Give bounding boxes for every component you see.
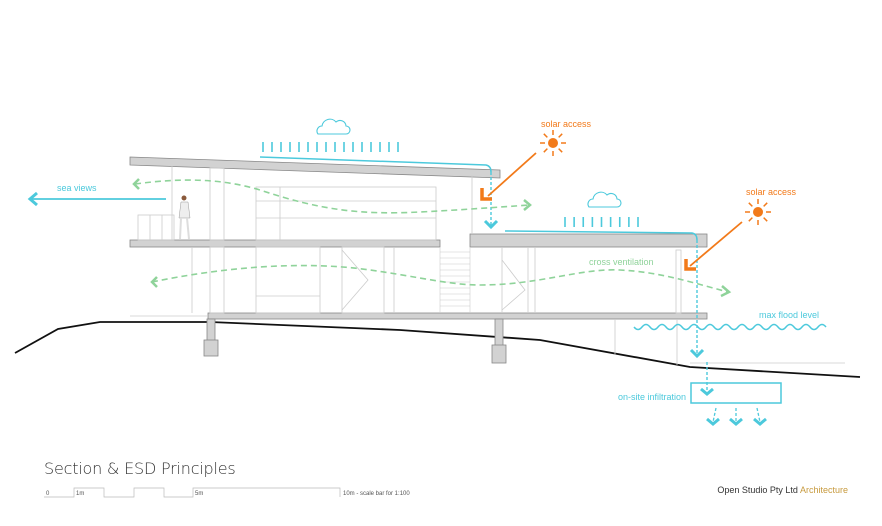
- cloud-icon: [587, 191, 622, 208]
- sun-ray: [748, 217, 753, 222]
- drawing-title: Section & ESD Principles: [44, 459, 236, 478]
- sun-ray: [558, 148, 563, 153]
- sun-icon: [540, 130, 566, 156]
- flood-wave-line: [633, 323, 827, 331]
- cross-ventilation-label: cross ventilation: [589, 257, 654, 267]
- upper-floor-slab: [129, 239, 441, 248]
- sun-ray: [558, 133, 563, 138]
- sun-ray: [543, 133, 548, 138]
- discipline: Architecture: [799, 485, 848, 495]
- sun-ray: [763, 217, 768, 222]
- scale-label-5m: 5m: [195, 491, 203, 497]
- sun-ray: [748, 202, 753, 207]
- sea-views-label: sea views: [57, 183, 97, 193]
- max-flood-level-label: max flood level: [759, 310, 819, 320]
- stairs: [439, 247, 471, 313]
- solar-arrow-2: [684, 221, 743, 271]
- scale-label-10m: 10m - scale bar for 1:100: [343, 491, 410, 497]
- solar-arrow-1: [480, 152, 537, 201]
- infiltration-arrows: [706, 407, 767, 426]
- company-name: Open Studio Pty Ltd: [717, 485, 798, 495]
- cloud-icon: [316, 118, 351, 135]
- lower-floor-slab: [207, 312, 708, 320]
- sea-views-arrow: [27, 191, 166, 207]
- right-roof-slab: [469, 233, 708, 248]
- upper-roof: [129, 156, 501, 179]
- walls-and-frames: [130, 166, 682, 365]
- sun-icon: [745, 199, 771, 225]
- infiltration-label: on-site infiltration: [618, 392, 686, 402]
- solar-access-label-1: solar access: [541, 119, 592, 129]
- sun-ray: [543, 148, 548, 153]
- footing-left: [203, 339, 219, 357]
- credit: Open Studio Pty Ltd Architecture: [717, 485, 848, 495]
- scale-label-0: 0: [46, 491, 50, 497]
- sun-ray: [763, 202, 768, 207]
- pier-right: [494, 318, 504, 348]
- sun-disc: [548, 138, 558, 148]
- pier-left: [206, 318, 216, 344]
- rainwater-roof-flow: [259, 156, 492, 173]
- arrow-down-icon: [689, 348, 705, 359]
- rainwater-roof-flow: [504, 230, 698, 241]
- cross-ventilation-arrows: [132, 178, 732, 298]
- arrow-down-icon: [483, 219, 499, 230]
- rain-icon: [564, 217, 639, 227]
- sun-disc: [753, 207, 763, 217]
- scale-bar: [44, 487, 341, 498]
- ground-line: [14, 321, 861, 378]
- building-structure: [129, 156, 708, 364]
- person-figure: [178, 195, 191, 240]
- infiltration-tank: [690, 382, 782, 404]
- scale-label-1m: 1m: [76, 491, 84, 497]
- footing-right: [491, 344, 507, 364]
- rain-icon: [262, 142, 399, 152]
- arrow-down-icon: [700, 387, 714, 396]
- solar-access-label-2: solar access: [746, 187, 797, 197]
